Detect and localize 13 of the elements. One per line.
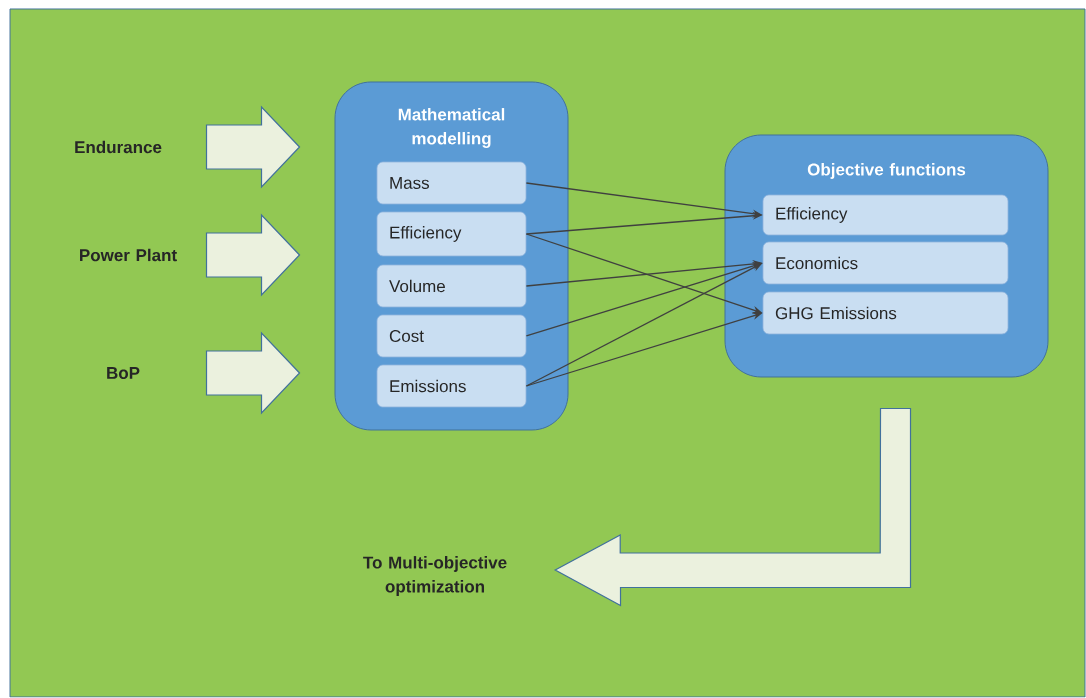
item-box: Economics [762,241,1009,285]
item-box: Mass [376,161,527,205]
label-text: To Multi-objective optimization [363,556,507,596]
label-text: Power Plant [80,248,177,262]
item-box: GHG Emissions [762,291,1009,335]
block-arrow [553,407,912,607]
item-box: Cost [376,314,527,358]
label-text: BoP [107,367,140,379]
label-text: Endurance [75,140,162,154]
item-box: Emissions [376,364,527,408]
item-box: Efficiency [376,211,527,257]
item-box: Efficiency [762,194,1009,236]
item-box: Volume [376,264,527,308]
